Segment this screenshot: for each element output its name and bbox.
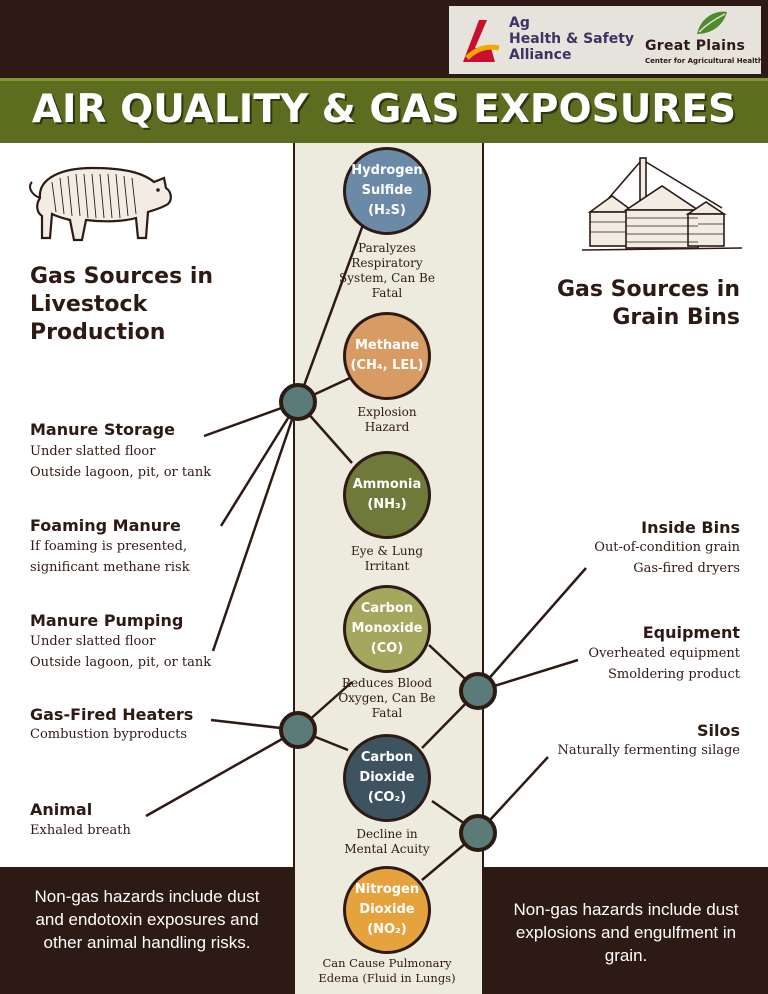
source-equipment-line: Overheated equipment bbox=[588, 646, 740, 661]
gas-ammonia: Ammonia(NH₃) bbox=[343, 451, 431, 539]
source-inside-bins-line: Out-of-condition grain bbox=[594, 540, 740, 555]
source-silos-title: Silos bbox=[696, 721, 740, 740]
source-animal-title: Animal bbox=[30, 800, 93, 819]
source-foaming-manure-line: If foaming is presented, bbox=[30, 539, 188, 554]
connector-node bbox=[279, 383, 317, 421]
gas-column bbox=[293, 143, 484, 994]
pig-icon bbox=[29, 166, 172, 242]
gas-methane: Methane(CH₄, LEL) bbox=[343, 312, 431, 400]
bottom-note-left-panel: Non-gas hazards include dust and endotox… bbox=[0, 867, 293, 994]
connector-node bbox=[459, 672, 497, 710]
source-inside-bins-title: Inside Bins bbox=[641, 518, 740, 537]
grain-bin-icon bbox=[582, 157, 742, 251]
source-equipment-title: Equipment bbox=[642, 623, 740, 642]
source-silos-line: Naturally fermenting silage bbox=[557, 743, 740, 758]
source-equipment-line: Smoldering product bbox=[608, 667, 740, 682]
title-bar: AIR QUALITY & GAS EXPOSURES bbox=[0, 78, 768, 143]
bottom-note-right-panel: Non-gas hazards include dust explosions … bbox=[484, 867, 768, 994]
bottom-note-left: Non-gas hazards include dust and endotox… bbox=[34, 887, 260, 952]
bottom-note-right: Non-gas hazards include dust explosions … bbox=[513, 900, 739, 965]
source-manure-pumping-title: Manure Pumping bbox=[30, 611, 184, 630]
aha-logo-icon bbox=[463, 20, 500, 62]
source-gas-fired-heaters-line: Combustion byproducts bbox=[30, 727, 188, 742]
gp-logo-title: Great Plains bbox=[645, 38, 746, 54]
source-manure-pumping-line: Outside lagoon, pit, or tank bbox=[30, 655, 212, 670]
source-manure-storage-title: Manure Storage bbox=[30, 420, 175, 439]
logo-panel: Ag Health & Safety Alliance Great Plains… bbox=[449, 6, 763, 74]
page-title: AIR QUALITY & GAS EXPOSURES bbox=[31, 87, 737, 132]
source-manure-storage-line: Under slatted floor bbox=[30, 444, 156, 459]
source-inside-bins-line: Gas-fired dryers bbox=[633, 561, 740, 576]
source-manure-storage-line: Outside lagoon, pit, or tank bbox=[30, 465, 212, 480]
source-manure-pumping-line: Under slatted floor bbox=[30, 634, 156, 649]
source-foaming-manure-line: significant methane risk bbox=[30, 560, 190, 575]
gp-logo-subtitle: Center for Agricultural Health bbox=[645, 57, 763, 65]
aha-logo-text: Ag Health & Safety Alliance bbox=[509, 15, 635, 63]
source-animal-line: Exhaled breath bbox=[30, 823, 131, 838]
source-foaming-manure-title: Foaming Manure bbox=[30, 516, 181, 535]
connector-node bbox=[279, 711, 317, 749]
source-gas-fired-heaters-title: Gas-Fired Heaters bbox=[30, 705, 194, 724]
connector-node bbox=[459, 814, 497, 852]
leaf-icon bbox=[697, 11, 727, 34]
